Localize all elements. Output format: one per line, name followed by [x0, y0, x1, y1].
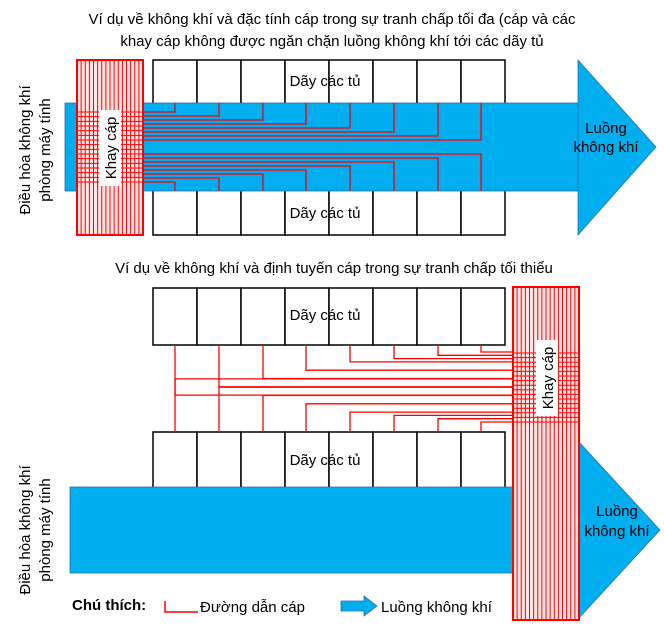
cable-path — [262, 345, 513, 380]
cable-path — [349, 411, 513, 432]
rack-cabinet — [196, 287, 242, 346]
top-ac-label-1: Điều hòa không khí — [17, 85, 34, 215]
top-airflow-label-2: không khí — [573, 139, 639, 156]
cable-path — [143, 177, 220, 191]
bottom-tray-label-bg — [536, 340, 558, 416]
legend-title: Chú thích: — [72, 597, 146, 614]
top-airflow-join — [579, 103, 582, 191]
bottom-airflow-label-2: không khí — [584, 523, 650, 540]
cable-path — [480, 421, 513, 432]
cable-path — [437, 418, 513, 432]
cable-path — [143, 157, 439, 191]
rack-cabinet — [240, 287, 286, 346]
cable-path — [143, 181, 176, 191]
cable-path — [143, 103, 264, 121]
cable-path — [143, 103, 176, 113]
cable-path — [305, 403, 513, 432]
cable-path — [143, 103, 351, 129]
bottom-ac-label-1: Điều hòa không khí — [17, 465, 34, 595]
cable-path — [143, 103, 482, 141]
cable-path — [143, 173, 264, 191]
cable-path — [143, 153, 482, 191]
bottom-airflow-label-1: Luồng — [596, 503, 638, 520]
rack-cabinet — [196, 431, 242, 490]
bottom-airflow-band — [69, 486, 517, 574]
cable-path — [437, 345, 513, 356]
rack-cabinet — [328, 287, 374, 346]
cable-path — [218, 386, 513, 432]
cable-path — [305, 345, 513, 371]
top-tray-label: Khay cáp — [103, 117, 120, 180]
legend-airflow-icon — [340, 595, 378, 617]
cable-path — [143, 161, 395, 191]
rack-cabinet — [372, 287, 418, 346]
bottom-rack-row-label-top: Dãy các tủ — [290, 307, 361, 324]
cable-path — [143, 103, 307, 125]
legend-cable-label: Đường dẫn cáp — [200, 599, 305, 616]
bottom-rack-rows — [152, 287, 506, 490]
top-tray-label-bg — [99, 110, 121, 186]
cable-path — [143, 103, 439, 137]
top-rack-row-label-bottom: Dãy các tủ — [290, 205, 361, 222]
top-airflow-band — [64, 102, 580, 192]
cable-path — [393, 345, 513, 360]
rack-cabinet — [372, 431, 418, 490]
cable-path — [262, 394, 513, 432]
rack-cabinet — [152, 287, 198, 346]
rack-cabinet — [460, 431, 506, 490]
bottom-cable-tray — [512, 286, 580, 621]
rack-cabinet — [460, 287, 506, 346]
bottom-ac-label-2: phòng máy tính — [37, 478, 54, 581]
bottom-tray-label: Khay cáp — [540, 347, 557, 410]
top-ac-label-2: phòng máy tính — [37, 98, 54, 201]
cable-path — [480, 345, 513, 353]
top-rack-row-label-top: Dãy các tủ — [290, 73, 361, 90]
bottom-title: Ví dụ về không khí và định tuyến cáp tro… — [115, 260, 553, 277]
cable-path — [349, 345, 513, 363]
rack-cabinet — [284, 287, 330, 346]
rack-cabinet — [416, 431, 462, 490]
cable-path — [143, 103, 220, 117]
legend-cable-icon — [164, 601, 198, 613]
top-airflow-label-1: Luồng — [585, 120, 627, 137]
rack-cabinet — [416, 287, 462, 346]
bottom-rack-row-label-bottom: Dãy các tủ — [290, 452, 361, 469]
cable-path — [143, 165, 351, 191]
bottom-cable-paths — [174, 345, 513, 432]
rack-cabinet — [240, 431, 286, 490]
top-title-line1: Ví dụ về không khí và đặc tính cáp trong… — [89, 11, 576, 28]
top-title-line2: khay cáp không được ngăn chặn luồng khôn… — [120, 33, 543, 50]
top-airflow-arrowhead — [577, 58, 657, 237]
cable-path — [143, 103, 395, 133]
rack-cabinet — [152, 431, 198, 490]
cable-path — [143, 169, 307, 191]
cable-path — [393, 414, 513, 432]
legend-airflow-label: Luồng không khí — [381, 599, 493, 616]
top-cable-paths — [143, 103, 482, 191]
